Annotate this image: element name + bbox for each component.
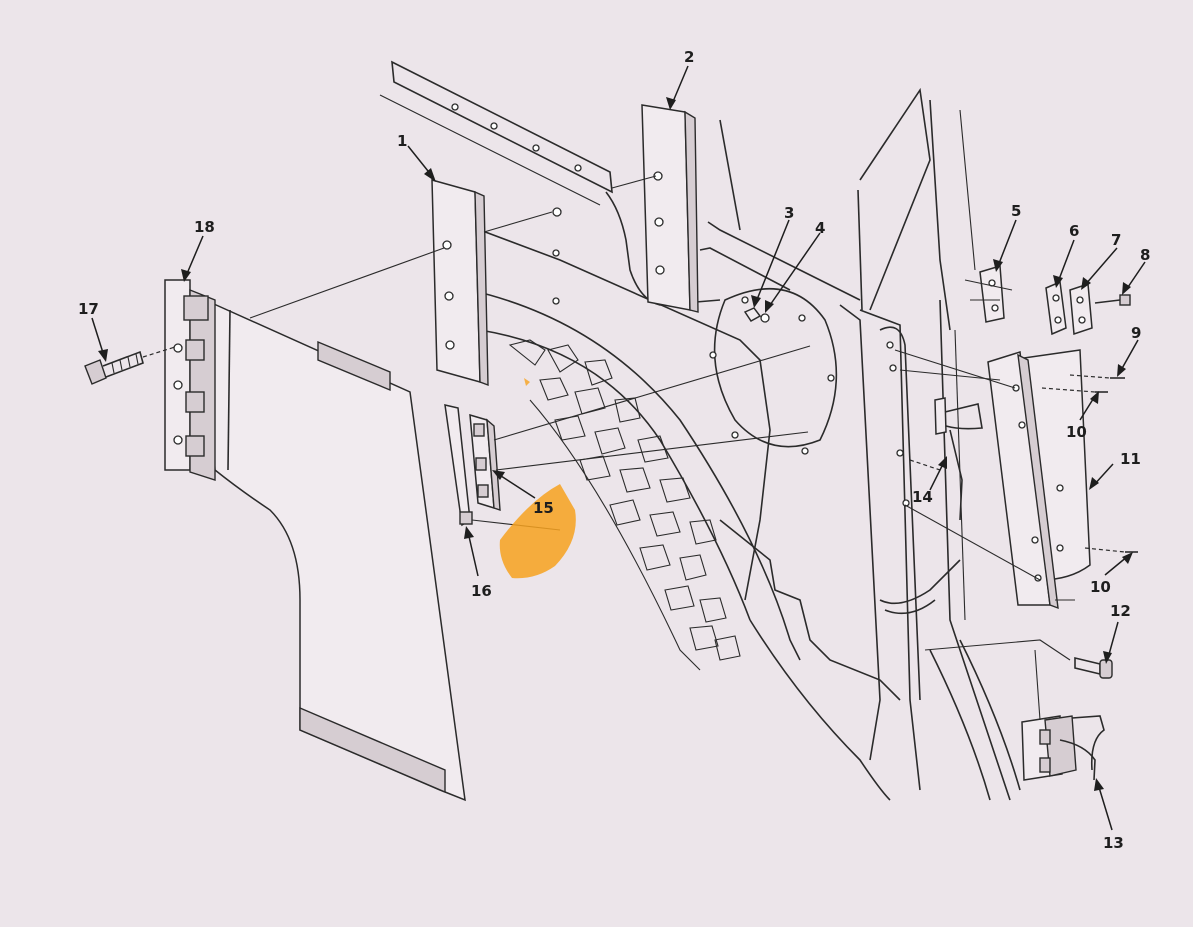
plate-6 (1045, 280, 1067, 336)
callout-2: 2 (684, 48, 694, 66)
hinge-13 (1021, 649, 1105, 781)
callout-12: 12 (1110, 602, 1131, 620)
callout-16: 16 (471, 582, 492, 600)
callout-labels: 1 2 3 4 5 6 7 8 9 10 10 11 12 13 14 15 1… (78, 48, 1150, 852)
callout-13: 13 (1103, 834, 1124, 852)
highlight-mark (499, 484, 576, 579)
callout-14: 14 (912, 488, 933, 506)
callout-17: 17 (78, 300, 99, 318)
door-pillar (839, 299, 1011, 801)
callout-4: 4 (815, 219, 825, 237)
callout-7: 7 (1111, 231, 1121, 249)
hinged-door-panel (164, 279, 466, 802)
screw-8 (1094, 294, 1131, 306)
callout-10-upper: 10 (1066, 423, 1087, 441)
pin-12 (924, 639, 1113, 679)
bracket-11 (894, 349, 1091, 610)
callout-1: 1 (397, 132, 407, 150)
plate-1 (249, 179, 553, 387)
firewall-panel (479, 207, 838, 601)
callout-18: 18 (194, 218, 215, 236)
callout-5: 5 (1011, 202, 1021, 220)
tire-tread (508, 339, 741, 671)
callout-8: 8 (1140, 246, 1150, 264)
callout-9: 9 (1131, 324, 1141, 342)
striker-5 (964, 265, 1013, 323)
callout-11: 11 (1120, 450, 1141, 468)
nut-washer-3-4 (743, 307, 770, 323)
plate-2 (611, 104, 699, 313)
bolt-17 (84, 346, 176, 385)
plate-7 (1069, 282, 1093, 336)
screw-10-lower (1084, 547, 1138, 553)
bracket-15 (469, 345, 811, 511)
callout-6: 6 (1069, 222, 1079, 240)
callout-10-lower: 10 (1090, 578, 1111, 596)
bracket-16 (444, 404, 561, 531)
callout-leaders (91, 65, 1146, 831)
latch-14 (909, 397, 983, 521)
screw-10-upper (1041, 387, 1108, 393)
callout-15: 15 (533, 499, 554, 517)
highlight-fleck (524, 378, 530, 386)
upper-rail (379, 60, 613, 206)
callout-3: 3 (784, 204, 794, 222)
screw-9 (1069, 374, 1125, 379)
